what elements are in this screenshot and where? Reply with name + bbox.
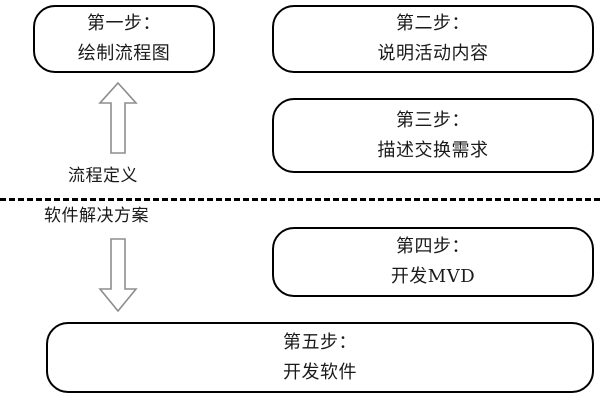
step-3-title: 第三步： bbox=[396, 109, 470, 131]
arrow-up-outline-icon bbox=[98, 81, 138, 154]
dashed-divider bbox=[0, 198, 600, 201]
step-box-3[interactable]: 第三步： 描述交换需求 bbox=[272, 98, 594, 173]
step-box-2[interactable]: 第二步： 说明活动内容 bbox=[272, 5, 594, 73]
step-4-title: 第四步： bbox=[396, 236, 470, 257]
step-5-body: 开发软件 bbox=[283, 361, 357, 383]
step-1-body: 绘制流程图 bbox=[77, 43, 171, 64]
step-2-body: 说明活动内容 bbox=[377, 43, 489, 64]
step-3-body: 描述交换需求 bbox=[377, 139, 489, 161]
step-5-title: 第五步： bbox=[283, 331, 357, 353]
step-box-1[interactable]: 第一步： 绘制流程图 bbox=[33, 5, 215, 73]
divider-label-software-solution: 软件解决方案 bbox=[44, 206, 149, 226]
divider-label-process-definition: 流程定义 bbox=[68, 166, 138, 186]
step-box-4[interactable]: 第四步： 开发MVD bbox=[272, 227, 594, 297]
step-box-5[interactable]: 第五步： 开发软件 bbox=[46, 322, 594, 393]
step-1-title: 第一步： bbox=[87, 13, 161, 34]
step-4-body: 开发MVD bbox=[390, 266, 476, 287]
step-2-title: 第二步： bbox=[396, 13, 470, 34]
arrow-down-outline-icon bbox=[98, 238, 138, 313]
